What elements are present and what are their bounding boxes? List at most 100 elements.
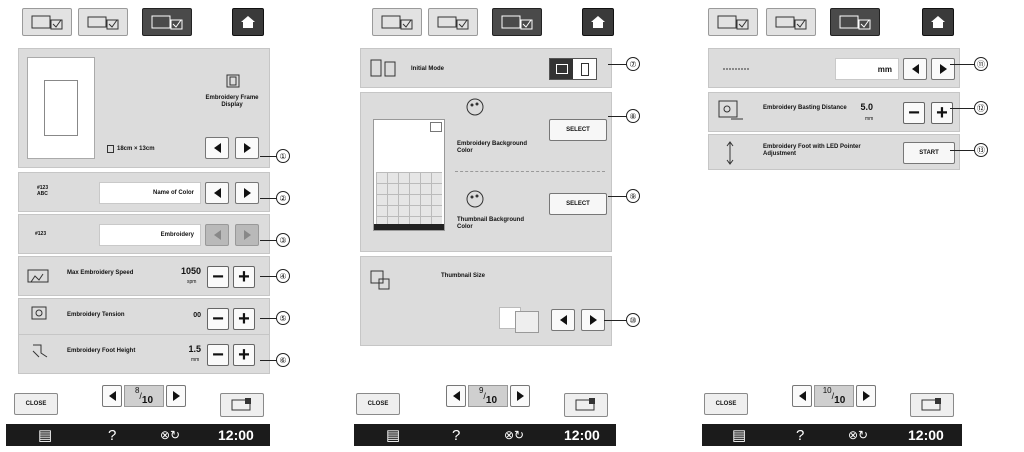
thumb-bg-color-select-button[interactable]: SELECT xyxy=(549,193,607,215)
bg-divider xyxy=(455,171,605,172)
page-prev-button[interactable] xyxy=(446,385,466,407)
thumbnail-size-section: Thumbnail Size xyxy=(360,256,612,346)
frame-size-text: 18cm × 13cm xyxy=(117,146,155,152)
led-start-button[interactable]: START xyxy=(903,142,955,164)
bg-color-select-button[interactable]: SELECT xyxy=(549,119,607,141)
utility-settings-icon xyxy=(31,15,63,30)
wireless-icon[interactable]: ⊗↻ xyxy=(848,428,869,442)
notebook-icon[interactable]: ▤ xyxy=(38,427,53,444)
machine-view-button[interactable] xyxy=(564,393,608,417)
machine-icon xyxy=(231,398,251,411)
home-button[interactable] xyxy=(922,8,954,36)
page-next-button[interactable] xyxy=(856,385,876,407)
callout-line-13 xyxy=(950,150,976,151)
basting-unit: mm xyxy=(865,116,874,122)
frame-size-icon xyxy=(107,145,114,153)
callout-line-2 xyxy=(260,198,278,199)
callout-line-10 xyxy=(604,320,628,321)
tension-minus-button[interactable]: − xyxy=(207,308,229,330)
callout-line-5 xyxy=(260,318,278,319)
tension-plus-button[interactable]: + xyxy=(233,308,255,330)
tab-general-settings[interactable] xyxy=(766,8,816,36)
tension-icon xyxy=(31,306,47,320)
close-button[interactable]: CLOSE xyxy=(356,393,400,415)
home-button[interactable] xyxy=(232,8,264,36)
unit-field: mm xyxy=(835,58,899,80)
home-button[interactable] xyxy=(582,8,614,36)
tab-utility-settings[interactable] xyxy=(22,8,72,36)
notebook-icon[interactable]: ▤ xyxy=(732,427,747,444)
page-next-button[interactable] xyxy=(510,385,530,407)
thumbnail-size-icon xyxy=(370,270,390,290)
thread-number-section: #123 Embroidery xyxy=(18,214,270,254)
embroidery-settings-icon xyxy=(501,15,533,30)
help-button[interactable]: ? xyxy=(796,426,805,444)
page-indicator: 9/10 xyxy=(468,385,508,407)
tab-embroidery-settings[interactable] xyxy=(830,8,880,36)
max-speed-minus-button[interactable]: − xyxy=(207,266,229,288)
utility-settings-icon xyxy=(381,15,413,30)
status-bar: ▤ ? ⊗↻ 12:00 xyxy=(702,424,962,446)
thumbnail-size-label: Thumbnail Size xyxy=(441,273,486,279)
help-button[interactable]: ? xyxy=(108,426,117,444)
thread-display-field: Name of Color xyxy=(99,182,201,204)
callout-10: ⑩ xyxy=(626,313,640,327)
frame-preview-area xyxy=(44,80,78,136)
foot-height-section: Embroidery Foot Height 1.5 mm − + xyxy=(18,334,270,374)
notebook-icon[interactable]: ▤ xyxy=(386,427,401,444)
tab-general-settings[interactable] xyxy=(78,8,128,36)
callout-1: ① xyxy=(276,149,290,163)
tension-label: Embroidery Tension xyxy=(67,312,125,318)
page-prev-button[interactable] xyxy=(792,385,812,407)
tab-embroidery-settings[interactable] xyxy=(142,8,192,36)
thread-display-next-button[interactable] xyxy=(235,182,259,204)
machine-view-button[interactable] xyxy=(220,393,264,417)
wireless-icon[interactable]: ⊗↻ xyxy=(504,428,525,442)
clock: 12:00 xyxy=(564,427,600,443)
page-prev-button[interactable] xyxy=(102,385,122,407)
unit-next-button[interactable] xyxy=(931,58,955,80)
page-indicator-current: 10 xyxy=(822,386,832,395)
frame-display-section: Embroidery Frame Display 18cm × 13cm xyxy=(18,48,270,168)
page-indicator-total: 10 xyxy=(834,395,846,406)
thumbnail-size-next-button[interactable] xyxy=(581,309,605,331)
close-button[interactable]: CLOSE xyxy=(704,393,748,415)
basting-minus-button[interactable]: − xyxy=(903,102,925,124)
page-indicator-total: 10 xyxy=(485,395,498,406)
tab-general-settings[interactable] xyxy=(428,8,478,36)
thread-number-prev-button[interactable] xyxy=(205,224,229,246)
portrait-option-icon xyxy=(580,62,589,76)
frame-size-prev-button[interactable] xyxy=(205,137,229,159)
thumb-bg-color-label: Thumbnail Background Color xyxy=(457,217,525,230)
unit-prev-button[interactable] xyxy=(903,58,927,80)
wireless-icon[interactable]: ⊗↻ xyxy=(160,428,181,442)
max-speed-plus-button[interactable]: + xyxy=(233,266,255,288)
help-button[interactable]: ? xyxy=(452,426,461,444)
page-indicator-slash: / xyxy=(831,391,835,401)
frame-size-next-button[interactable] xyxy=(235,137,259,159)
thumbnail-size-prev-button[interactable] xyxy=(551,309,575,331)
thread-number-next-button[interactable] xyxy=(235,224,259,246)
page-indicator-slash: / xyxy=(483,391,486,401)
page-indicator: 10/10 xyxy=(814,385,854,407)
background-preview xyxy=(373,119,445,231)
initial-mode-icon xyxy=(370,59,396,77)
tab-utility-settings[interactable] xyxy=(708,8,758,36)
initial-mode-option-landscape[interactable] xyxy=(550,59,573,79)
initial-mode-option-portrait[interactable] xyxy=(573,59,596,79)
thumb-color-palette-icon xyxy=(466,190,484,208)
basting-plus-button[interactable]: + xyxy=(931,102,953,124)
tab-utility-settings[interactable] xyxy=(372,8,422,36)
foot-height-plus-button[interactable]: + xyxy=(233,344,255,366)
initial-mode-toggle[interactable] xyxy=(549,58,597,80)
machine-view-button[interactable] xyxy=(910,393,954,417)
panel-embroidery-settings-page-8: Embroidery Frame Display 18cm × 13cm #12… xyxy=(0,0,290,452)
thread-display-prev-button[interactable] xyxy=(205,182,229,204)
foot-height-minus-button[interactable]: − xyxy=(207,344,229,366)
page-next-button[interactable] xyxy=(166,385,186,407)
frame-size-value: 18cm × 13cm xyxy=(107,143,199,155)
tab-embroidery-settings[interactable] xyxy=(492,8,542,36)
close-button[interactable]: CLOSE xyxy=(14,393,58,415)
callout-13: ⑬ xyxy=(974,143,988,157)
frame-display-label: Embroidery Frame Display xyxy=(205,95,259,108)
